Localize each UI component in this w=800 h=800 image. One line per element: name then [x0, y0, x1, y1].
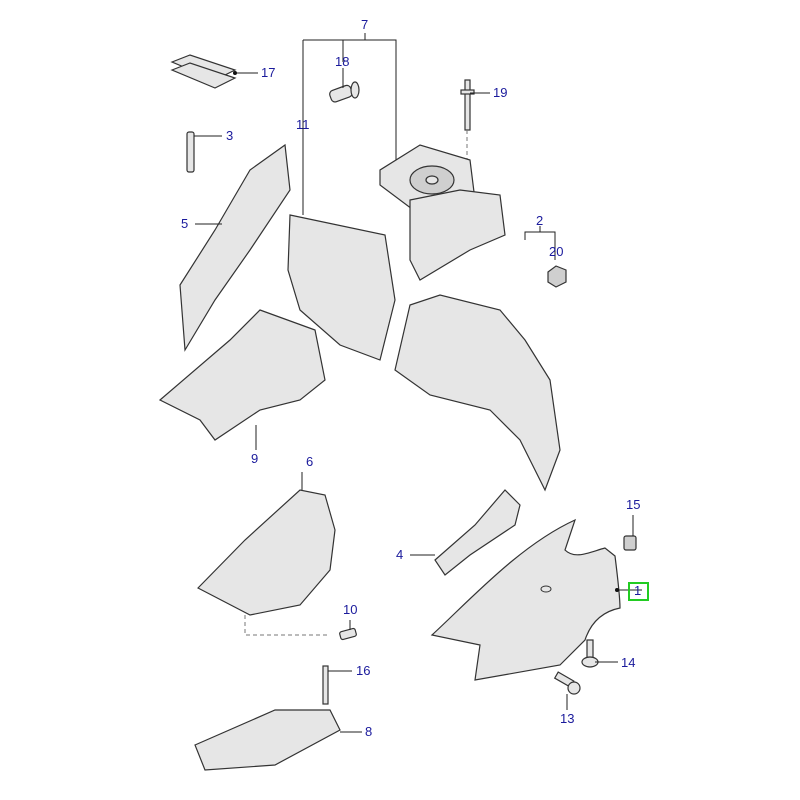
callout-1[interactable]: 1	[634, 583, 642, 598]
part-5-inner-panel[interactable]	[179, 143, 291, 352]
callout-10[interactable]: 10	[343, 602, 358, 617]
callout-13[interactable]: 13	[560, 711, 575, 726]
callout-11[interactable]: 11	[296, 117, 310, 132]
callout-18[interactable]: 18	[335, 54, 350, 69]
callout-15[interactable]: 15	[626, 497, 641, 512]
part-3-bracket[interactable]	[186, 131, 195, 173]
callout-19[interactable]: 19	[493, 85, 508, 100]
part-4-bracket[interactable]	[434, 489, 521, 576]
callout-9[interactable]: 9	[251, 451, 259, 466]
part-13-bolt[interactable]	[553, 671, 581, 695]
part-2-quarter-inner[interactable]	[394, 294, 561, 492]
part-15-clip[interactable]	[623, 535, 637, 551]
part-16-stud[interactable]	[322, 665, 329, 705]
callout-20[interactable]: 20	[549, 244, 564, 259]
part-19-stud[interactable]	[460, 79, 475, 131]
callout-4[interactable]: 4	[396, 547, 404, 562]
callout-5[interactable]: 5	[181, 216, 189, 231]
callout-17[interactable]: 17	[261, 65, 276, 80]
part-10-bolt[interactable]	[339, 627, 357, 641]
callout-3[interactable]: 3	[226, 128, 234, 143]
part-9-floor-tunnel[interactable]	[158, 309, 326, 441]
part-6-liner[interactable]	[197, 489, 336, 616]
callout-14[interactable]: 14	[621, 655, 636, 670]
callout-7[interactable]: 7	[361, 17, 369, 32]
part-18-clip[interactable]	[329, 81, 360, 103]
callout-1-highlight	[628, 582, 649, 601]
part-17-pads[interactable]	[170, 54, 237, 89]
part-20-nut[interactable]	[547, 265, 567, 288]
callout-2[interactable]: 2	[536, 213, 544, 228]
callout-16[interactable]: 16	[356, 663, 371, 678]
callout-6[interactable]: 6	[306, 454, 314, 469]
part-1-front-fender[interactable]	[430, 518, 621, 681]
part-11-partition[interactable]	[287, 214, 396, 361]
callout-8[interactable]: 8	[365, 724, 373, 739]
part-8-floor-pan[interactable]	[194, 709, 341, 771]
part-spare-wheel-well[interactable]	[379, 144, 506, 281]
part-14-bolt[interactable]	[581, 639, 599, 668]
